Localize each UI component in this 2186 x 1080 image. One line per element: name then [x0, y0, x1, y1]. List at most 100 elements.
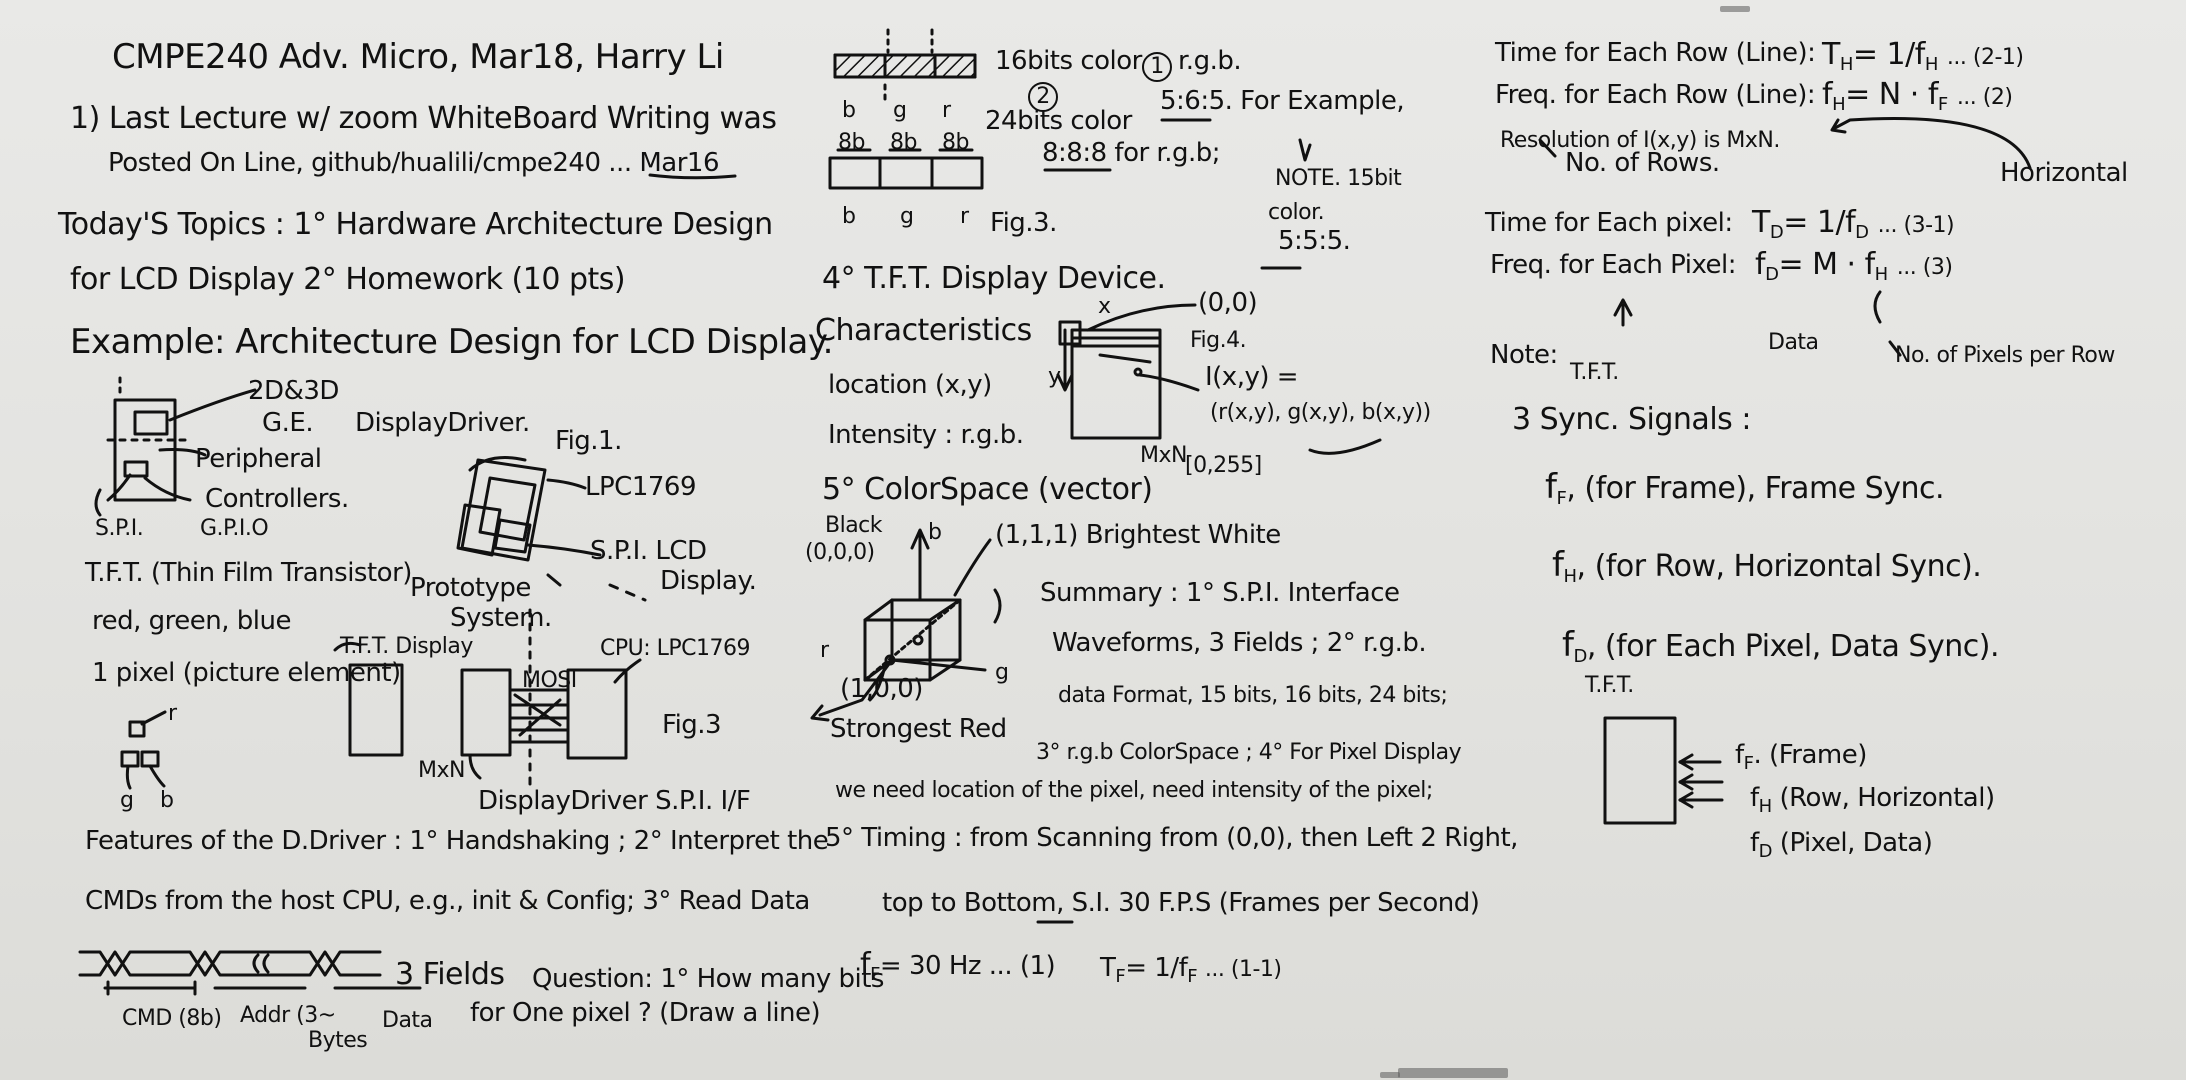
tft-definition: T.F.T. (Thin Film Transistor)	[85, 558, 412, 588]
location-label: location (x,y)	[828, 370, 992, 400]
lecture-line-2: Posted On Line, github/hualili/cmpe240 .…	[108, 148, 719, 178]
tft-device-heading: 4° T.F.T. Display Device.	[822, 261, 1166, 296]
sync-signals-heading: 3 Sync. Signals :	[1512, 402, 1751, 437]
display-label: Display.	[660, 566, 757, 596]
pixel-freq-label: Freq. for Each Pixel:	[1490, 250, 1737, 280]
box-g-label: g	[900, 204, 914, 229]
pixel-label: 1 pixel (picture element)	[92, 658, 401, 688]
question-line-2: for One pixel ? (Draw a line)	[470, 998, 821, 1028]
example-heading: Example: Architecture Design for LCD Dis…	[70, 322, 833, 362]
summary-line-1: Summary : 1° S.P.I. Interface	[1040, 578, 1400, 608]
features-line-2: CMDs from the host CPU, e.g., init & Con…	[85, 886, 810, 916]
fig4-tft-screen	[1056, 303, 1382, 455]
bits-8b-2: 8b	[890, 130, 917, 155]
resolution-label: Resolution of I(x,y) is MxN.	[1500, 128, 1780, 153]
ixy-label: I(x,y) =	[1205, 362, 1299, 392]
mxn-label-left: MxN	[418, 758, 465, 783]
white-coord-label: (1,1,1) Brightest White	[995, 520, 1281, 550]
prototype-label: Prototype	[410, 573, 531, 603]
fields-label: 3 Fields	[395, 957, 505, 992]
timing-line-2: top to Bottom, S.I. 30 F.P.S (Frames per…	[882, 888, 1480, 918]
eq-td: TD= 1/fD ... (3-1)	[1752, 205, 1955, 243]
sync-horizontal: fH, (for Row, Horizontal Sync).	[1552, 545, 1982, 587]
bar-r-label: r	[942, 98, 951, 123]
underline-mar16	[648, 173, 737, 180]
eraser-mark	[1398, 1068, 1508, 1078]
fmt-underlines	[1043, 118, 1312, 270]
system-label: System.	[450, 603, 552, 633]
intensity-label: Intensity : r.g.b.	[828, 420, 1024, 450]
input-frame: fF. (Frame)	[1735, 740, 1867, 774]
summary-line-2: Waveforms, 3 Fields ; 2° r.g.b.	[1052, 628, 1427, 658]
axis-g-label: g	[995, 660, 1009, 685]
axis-x-label: x	[1098, 294, 1111, 319]
features-line-1: Features of the D.Driver : 1° Handshakin…	[85, 826, 829, 856]
fig4-label: Fig.4.	[1190, 328, 1247, 353]
bits24-label: 24bits color	[985, 106, 1132, 136]
display-driver-label: DisplayDriver.	[355, 408, 530, 438]
colorspace-cube	[810, 528, 1002, 722]
note-15bit: NOTE. 15bit	[1275, 166, 1402, 191]
cmd-field-label: CMD (8b)	[122, 1006, 222, 1031]
summary-line-5: we need location of the pixel, need inte…	[835, 778, 1433, 803]
no-rows-label: No. of Rows.	[1565, 148, 1720, 178]
eq-th: TH= 1/fH ... (2-1)	[1822, 37, 2024, 75]
bits16-bar	[833, 28, 977, 107]
mxn-label-middle: MxN	[1140, 443, 1187, 468]
pixel-r-label: r	[168, 701, 177, 726]
bar-g-label: g	[893, 98, 907, 123]
eq-fd: fD= M · fH ... (3)	[1755, 247, 1953, 285]
bits16-label: 16bits color	[995, 46, 1142, 76]
format-888: 8:8:8 for r.g.b;	[1042, 138, 1221, 168]
tft-display-label: T.F.T. Display	[340, 634, 473, 659]
board-title: CMPE240 Adv. Micro, Mar18, Harry Li	[112, 37, 724, 77]
circled-1: 1	[1142, 52, 1172, 82]
origin-label: (0,0)	[1198, 288, 1258, 318]
eq-ff: fF= 30 Hz ... (1)	[860, 947, 1056, 985]
mosi-label: MOSI	[522, 668, 577, 693]
format-565: 5:6:5. For Example,	[1160, 86, 1405, 116]
axis-y-label: y	[1048, 364, 1061, 389]
controllers-label: Controllers.	[205, 484, 349, 514]
red-coord: (1,0,0)	[840, 674, 923, 704]
lecture-line-1: 1) Last Lecture w/ zoom WhiteBoard Writi…	[70, 101, 777, 136]
summary-line-4: 3° r.g.b ColorSpace ; 4° For Pixel Displ…	[1036, 740, 1462, 765]
black-coord: (0,0,0)	[805, 540, 875, 565]
eraser-mark	[1380, 1072, 1400, 1078]
gpio-label: G.P.I.O	[200, 516, 269, 541]
timing-line-1: 5° Timing : from Scanning from (0,0), th…	[825, 823, 1518, 853]
pixel-time-label: Time for Each pixel:	[1485, 208, 1733, 238]
pixel-b-label: b	[160, 788, 174, 813]
topics-line-2: for LCD Display 2° Homework (10 pts)	[70, 262, 626, 297]
bytes-label: Bytes	[308, 1028, 368, 1053]
pixels-per-row-label: No. of Pixels per Row	[1895, 343, 2115, 368]
bar-b-label: b	[842, 98, 856, 123]
ixy-rgb-label: (r(x,y), g(x,y), b(x,y))	[1210, 400, 1431, 425]
tft-block-right	[1603, 716, 1724, 825]
peripheral-label: Peripheral	[195, 444, 322, 474]
color-label: color.	[1268, 200, 1325, 225]
fig1-prototype-system	[456, 456, 647, 602]
input-data: fD (Pixel, Data)	[1750, 828, 1933, 862]
spi-lcd-label: S.P.I. LCD	[590, 536, 707, 566]
row-time-label: Time for Each Row (Line):	[1495, 38, 1816, 68]
question-line-1: Question: 1° How many bits	[532, 964, 884, 994]
strongest-red-label: Strongest Red	[830, 714, 1007, 744]
circled-2: 2	[1028, 82, 1058, 112]
box-b-label: b	[842, 204, 856, 229]
box-r-label: r	[960, 204, 969, 229]
eq-tf: TF= 1/fF ... (1-1)	[1100, 953, 1282, 987]
fig1-ge-block	[94, 376, 257, 517]
tft-block-label: T.F.T.	[1585, 673, 1634, 698]
eq-fh: fH= N · fF ... (2)	[1822, 77, 2013, 115]
fig3-label-left: Fig.3	[662, 710, 722, 740]
colorspace-heading: 5° ColorSpace (vector)	[822, 472, 1153, 507]
format-555: 5:5:5.	[1278, 226, 1351, 256]
input-horizontal: fH (Row, Horizontal)	[1750, 783, 1995, 817]
spi-waveform	[78, 950, 422, 996]
data-field-label: Data	[382, 1008, 433, 1033]
addr-field-label: Addr (3~	[240, 1003, 336, 1028]
note-tft-label: T.F.T.	[1570, 360, 1619, 385]
